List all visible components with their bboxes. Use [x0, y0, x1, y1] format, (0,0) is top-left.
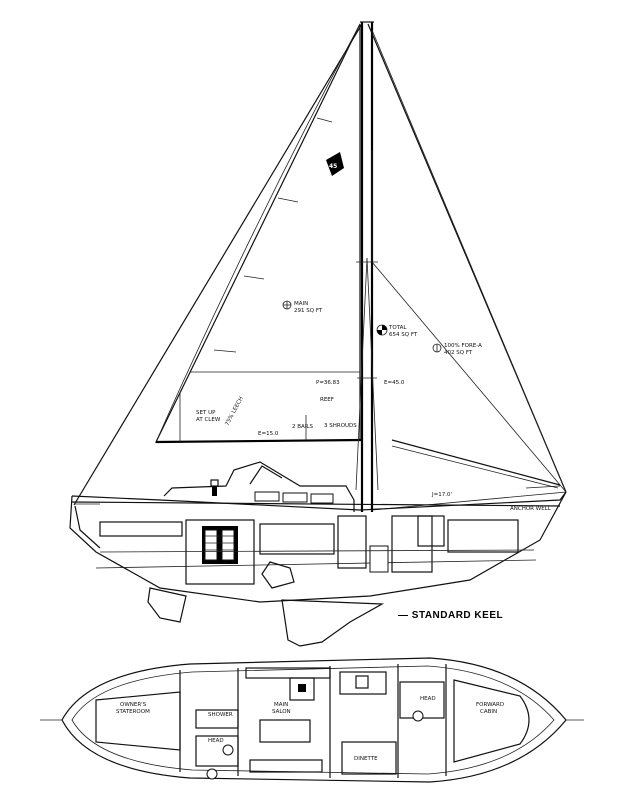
note-at-clew: AT CLEW — [196, 417, 221, 423]
dim-e-boom: E=45.0 — [384, 380, 405, 386]
genoa-area: 402 SQ FT — [444, 350, 473, 356]
shower-label: SHOWER — [208, 712, 233, 718]
hull-profile: — STANDARD KEEL — [69, 461, 567, 647]
rigging — [355, 257, 379, 491]
dim-p: P=36.83 — [316, 380, 340, 386]
standard-keel — [281, 599, 385, 647]
main-salon-label-2: SALON — [272, 709, 291, 715]
forward-cabin-label-2: CABIN — [480, 709, 497, 715]
genoa: TOTAL 654 SQ FT 100% FORE-A 402 SQ FT — [371, 29, 567, 511]
dinette-label: DINETTE — [354, 756, 378, 762]
total-label: TOTAL — [388, 325, 407, 331]
total-area: 654 SQ FT — [389, 332, 418, 338]
rudder — [147, 587, 187, 623]
owners-stateroom-label-2: STATEROOM — [116, 709, 150, 715]
genoa-label: 100% FORE-A — [444, 343, 482, 349]
head-aft-label: HEAD — [208, 738, 224, 744]
owners-stateroom-label: OWNER'S — [120, 702, 147, 708]
accommodation-plan: OWNER'S STATEROOM SHOWER HEAD MAIN SALON… — [40, 657, 584, 783]
mast — [360, 21, 374, 512]
head-fwd-label: HEAD — [420, 696, 436, 702]
main-salon-label: MAIN — [274, 702, 288, 708]
anchor-well: ANCHOR WELL — [510, 506, 552, 512]
forward-cabin-label: FORWARD — [476, 702, 504, 708]
mainsail: 45 MAIN 291 SQ FT — [155, 23, 363, 444]
sail-insignia: 45 — [329, 163, 337, 170]
main-area: 291 SQ FT — [294, 308, 323, 314]
main-label: MAIN — [294, 301, 308, 307]
dimensions: P=36.83 E=45.0 REEF E=15.0 2 BAILS 3 SHR… — [179, 380, 552, 512]
note-leech: 75% LEECH — [224, 396, 244, 427]
keel-caption: — STANDARD KEEL — [398, 610, 503, 621]
backstay — [73, 23, 363, 506]
sail-plan: 45 MAIN 291 SQ FT TOTAL 654 SQ FT 100% F… — [73, 21, 567, 512]
note-bails: 2 BAILS — [292, 424, 313, 430]
note-shrouds: 3 SHROUDS — [324, 423, 357, 429]
note-set-up: SET UP — [196, 410, 216, 416]
dim-e-foot: E=15.0 — [258, 431, 279, 437]
note-reef: REEF — [320, 397, 334, 403]
dim-j: J=17.0' — [431, 492, 452, 498]
